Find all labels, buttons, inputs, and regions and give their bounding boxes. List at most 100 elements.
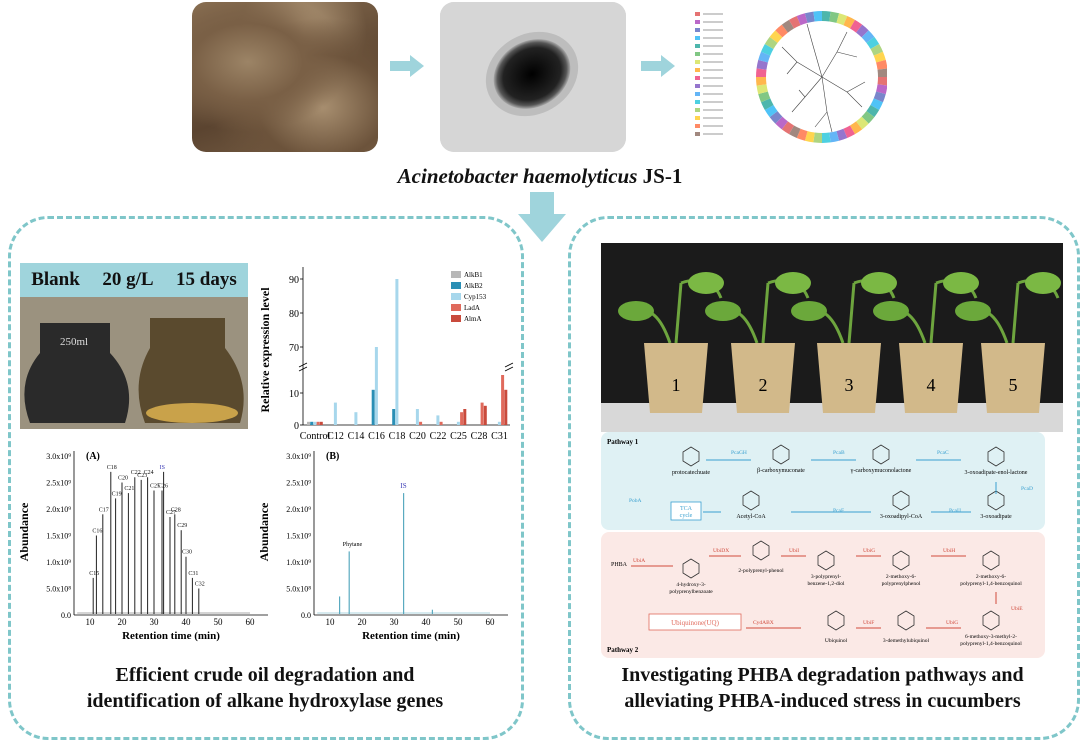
pathway-2-enzyme: UbiG [946,620,958,626]
left-caption-line-1: Efficient crude oil degradation and [115,664,415,686]
gc-ytick: 1.0x10⁹ [46,558,71,567]
gc-a-xlabel: Retention time (min) [122,630,220,642]
tree-ring-segment [822,132,831,143]
expression-legend-swatch [451,293,461,300]
expression-category: C28 [471,431,488,442]
tree-ring-segment [758,51,771,63]
tree-legend-swatch [695,68,700,72]
pathway-2-compound: benzene-1,2-diol [807,581,845,587]
expression-category: C31 [491,431,508,442]
expression-bar [313,421,317,425]
expression-legend-label: AlmA [464,315,482,323]
species-title: Acinetobacter haemolyticus JS-1 [0,164,1080,189]
compound-structure [982,550,1000,571]
tree-ring-segment [843,125,855,138]
tree-legend-swatch [695,124,700,128]
tree-ring-segment [873,91,886,103]
gc-xtick: 20 [118,617,128,627]
ubiquinone-label: Ubiquinone(UQ) [671,619,719,627]
expression-bar [415,409,419,425]
arrow-right-icon [641,55,675,77]
tree-ring-segment [866,105,880,118]
gc-ytick: 2.0x10⁹ [286,505,311,514]
cup [899,343,963,413]
gc-peak-label: C21 [124,486,134,492]
expression-category: C12 [327,431,344,442]
pathway-1-label: Pathway 1 [607,438,639,446]
gc-peak-label: C22 [131,470,141,476]
phylogenetic-tree [695,11,887,143]
pathway-2-enzyme: UbiG [863,548,875,554]
tree-ring-segment [836,128,848,141]
plant-leaf [775,272,811,294]
gc-peak-label: IS [400,482,406,490]
expression-bar [463,409,467,425]
expression-legend-label: Cyp153 [464,293,487,301]
gc-xtick: 60 [486,617,496,627]
tree-ring-segment [829,131,840,143]
compound-structure [872,444,890,465]
tree-ring-segment [850,19,863,33]
gc-ytick: 0.0 [61,611,71,620]
tree-ring-segment [804,11,815,23]
axis-break-mark [298,362,308,372]
right-caption-line-2: alleviating PHBA-induced stress in cucum… [624,690,1021,712]
plant-leaf [1025,272,1061,294]
plant-leaf [618,301,654,321]
cup [817,343,881,413]
gc-ytick: 0.0 [301,611,311,620]
expression-bar [483,405,487,425]
pathway-1-compound: 3-oxoadipate-enol-lactone [965,470,1028,476]
expression-ytick: 80 [289,309,299,320]
pathway-2-compound: 2-polyprenyl-phenol [738,568,784,574]
gc-xtick: 50 [454,617,464,627]
cup [981,343,1045,413]
expression-bar [310,421,314,425]
tree-ring-segment [856,116,869,130]
tree-ring-segment [789,16,801,29]
tree-legend-swatch [695,76,700,80]
gc-b-panel-label: (B) [326,451,339,462]
expression-bar [392,409,396,425]
expression-category: C20 [409,431,426,442]
gc-peak-label: C26 [158,483,168,489]
expression-bar [333,402,337,425]
gc-xtick: 20 [358,617,368,627]
compound-structure [827,610,845,631]
tree-ring-segment [877,77,887,86]
tree-ring-segment [756,59,768,70]
tree-ring-segment [829,11,840,23]
cup-number: 4 [927,375,936,395]
cup [731,343,795,413]
tree-legend-swatch [695,132,700,136]
tree-legend-swatch [695,44,700,48]
cup-number: 3 [845,375,854,395]
right-panel [568,216,1080,740]
pathway-2-enzyme: UbiI [789,548,799,554]
pathway-2-compound: 3-demethylubiquinol [883,638,930,644]
gc-peak-label: C24 [144,470,154,476]
pathway-2-compound: polyprenyl-1,4-benzoquinol [960,581,1022,587]
flask-mark: 250ml [60,336,88,348]
tree-ring-segment [769,111,783,124]
expression-legend-swatch [451,271,461,278]
pathway-1-compound: protocatechuate [672,470,710,476]
plant-leaf [705,301,741,321]
expression-legend-label: AlkB1 [464,271,483,279]
cup [644,343,708,413]
gc-ytick: 5.0x10⁸ [286,585,311,594]
pathway-2-compound: Ubiquinol [825,638,848,644]
tree-ring-segment [866,36,880,49]
pathway-2-enzyme: UbiA [633,558,645,564]
tree-legend-swatch [695,28,700,32]
gc-ytick: 2.5x10⁹ [286,479,311,488]
pathway-1-enzyme: PcaC [937,450,949,456]
expression-ytick: 70 [289,343,299,354]
arrow-down-icon [518,192,566,242]
tree-branches [781,23,866,133]
pathway-1-compound: 3-oxoadipate [980,514,1012,520]
expression-category: Control [300,431,331,442]
gc-b-ylabel: Abundance [258,502,271,561]
